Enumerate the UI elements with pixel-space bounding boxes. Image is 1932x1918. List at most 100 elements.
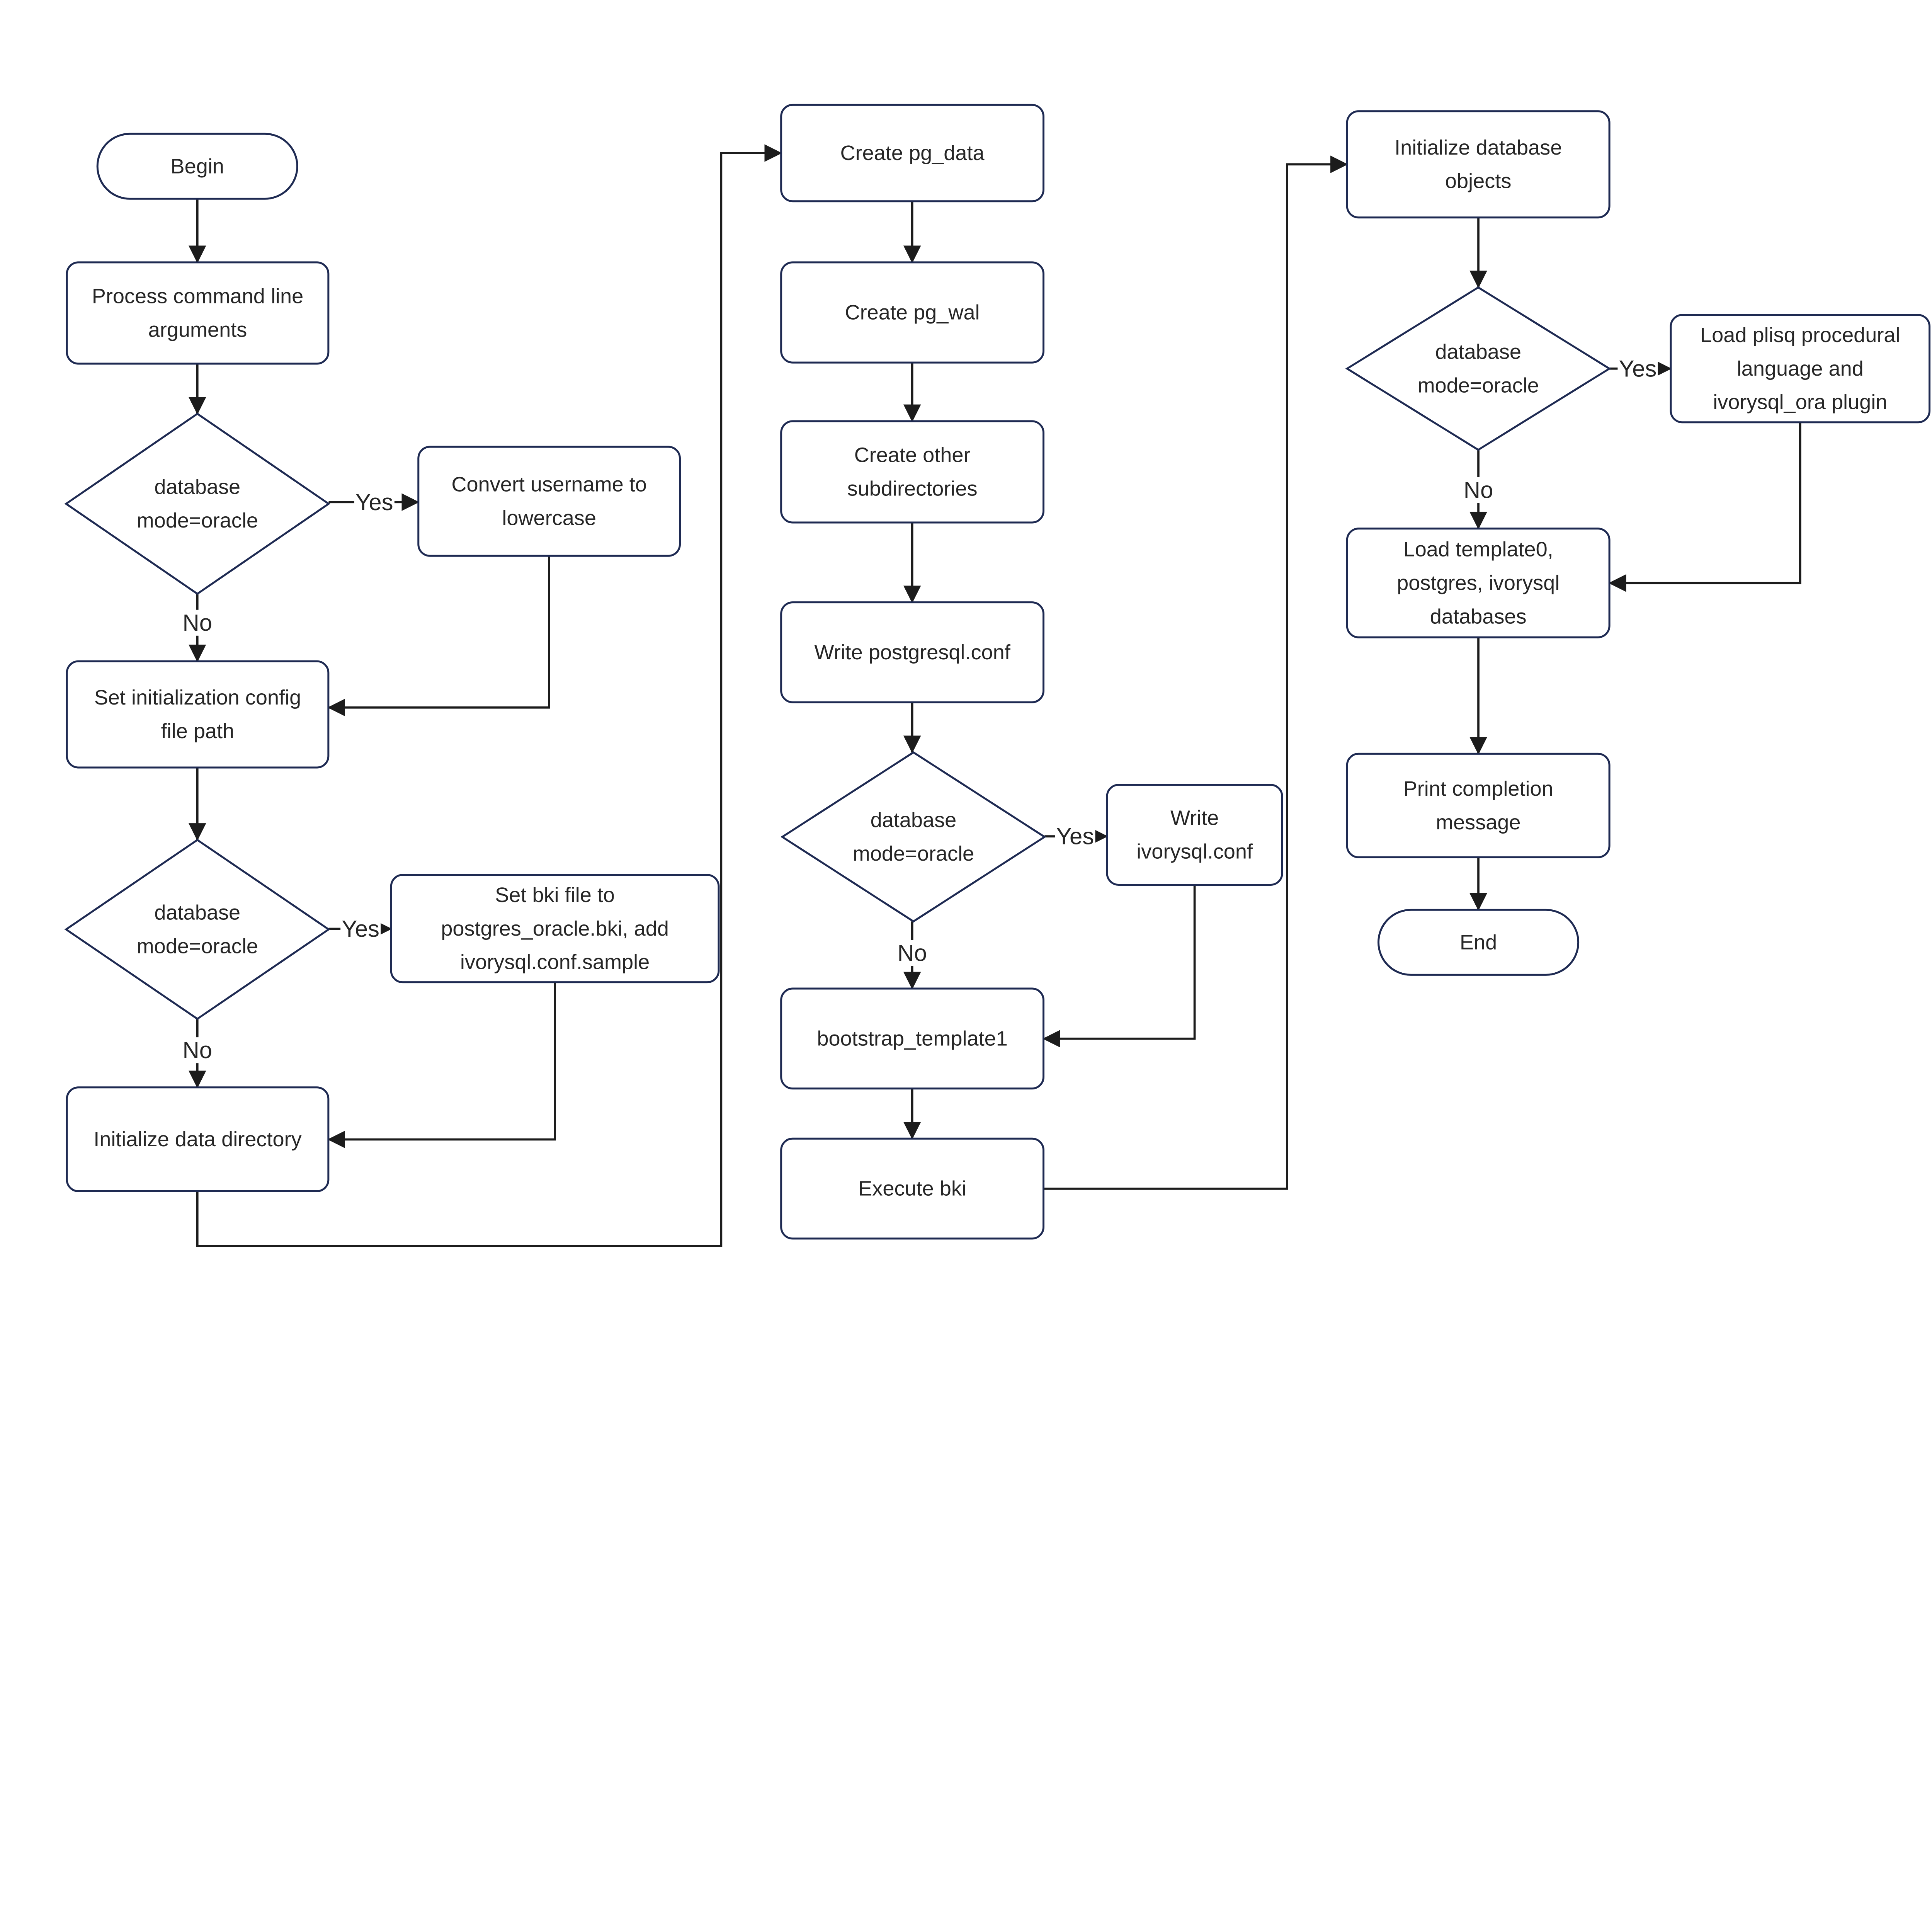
node-create-pg-wal: Create pg_wal <box>780 261 1045 364</box>
node-begin: Begin <box>96 133 298 200</box>
node-decision-mode-1-shape <box>64 412 330 595</box>
node-create-pg-data: Create pg_data <box>780 104 1045 203</box>
node-convert-username-shape <box>417 446 681 557</box>
node-write-postgresql-conf: Write postgresql.conf <box>780 601 1045 703</box>
node-load-databases-shape <box>1346 528 1611 638</box>
edge-d3-yes: Yes <box>1044 823 1108 849</box>
node-decision-mode-3-shape <box>780 751 1046 923</box>
edge-d3-yes-label: Yes <box>1056 824 1094 849</box>
node-bootstrap-template1-label: bootstrap_template1 <box>817 1027 1007 1050</box>
edge-d1-no-label-bg <box>184 609 211 636</box>
node-write-postgresql-conf-shape <box>780 601 1045 703</box>
node-init-data-dir-shape <box>66 1086 330 1192</box>
node-create-pg-wal-label: Create pg_wal <box>845 301 980 324</box>
edge-d1-yes: Yes <box>328 489 420 515</box>
edge-d2-yes: Yes <box>328 916 392 942</box>
edge-d2-yes-label-bg <box>340 916 381 942</box>
edge-d4-yes-label: Yes <box>1619 356 1657 381</box>
edge-d3-no-label: No <box>897 940 927 966</box>
node-init-data-dir-label: Initialize data directory <box>94 1128 302 1151</box>
edge-d3-no: No <box>897 921 927 990</box>
node-begin-shape <box>96 133 298 200</box>
edge-d2-no-label-bg <box>184 1037 211 1064</box>
edge-initdata-to-pgdata-line <box>196 144 782 1247</box>
node-execute-bki-label: Execute bki <box>858 1177 966 1200</box>
edge-plugin-to-loaddb-line <box>1608 422 1801 592</box>
node-print-completion-shape <box>1346 752 1611 858</box>
edge-convert-to-setconfig <box>327 556 550 716</box>
node-begin-label: Begin <box>171 155 224 178</box>
edge-initdata-to-pgdata <box>196 144 782 1247</box>
edge-d4-no-label-bg <box>1465 477 1492 503</box>
node-bootstrap-template1-shape <box>780 987 1045 1090</box>
node-process-args-shape <box>66 261 330 365</box>
edge-d4-no: No <box>1464 449 1493 529</box>
node-load-plsql-plugin-shape <box>1670 314 1931 424</box>
edge-d1-no: No <box>183 594 212 662</box>
node-create-subdirs-shape <box>780 420 1045 524</box>
node-create-pg-data-shape <box>780 104 1045 203</box>
node-create-pg-data-label: Create pg_data <box>840 141 985 165</box>
edge-d4-yes-label-bg <box>1617 356 1658 382</box>
node-execute-bki-shape <box>780 1137 1045 1240</box>
node-init-db-objects-shape <box>1346 110 1611 219</box>
edge-d3-no-label-bg <box>899 940 926 966</box>
edge-d2-yes-label: Yes <box>342 916 379 942</box>
edge-d3-yes-label-bg <box>1055 823 1095 849</box>
edge-d2-no-label: No <box>183 1037 212 1063</box>
node-end-shape <box>1377 909 1580 976</box>
edge-d1-yes-label: Yes <box>355 489 393 515</box>
edge-d1-yes-label-bg <box>354 489 395 515</box>
edge-ivoryconf-to-bootstrap-line <box>1043 885 1196 1048</box>
node-set-bki-file-shape <box>390 874 720 984</box>
node-end: End <box>1377 909 1580 976</box>
node-end-label: End <box>1460 931 1497 954</box>
node-create-pg-wal-shape <box>780 261 1045 364</box>
edge-plugin-to-loaddb <box>1608 422 1801 592</box>
node-decision-mode-4-shape <box>1345 286 1611 451</box>
node-init-data-dir: Initialize data directory <box>66 1086 330 1192</box>
edge-execbki-to-initdbobj-line <box>1043 155 1348 1190</box>
node-set-config-path-shape <box>66 660 330 769</box>
edge-setbki-to-initdata <box>327 982 556 1149</box>
edge-d4-no-label: No <box>1464 477 1493 503</box>
node-bootstrap-template1: bootstrap_template1 <box>780 987 1045 1090</box>
edge-d2-no: No <box>183 1019 212 1089</box>
node-write-ivorysql-conf-shape <box>1106 784 1283 886</box>
node-decision-mode-2-shape <box>64 839 330 1020</box>
edge-convert-to-setconfig-line <box>327 556 550 716</box>
edge-d1-no-label: No <box>183 610 212 636</box>
node-write-postgresql-conf-label: Write postgresql.conf <box>814 641 1010 664</box>
node-execute-bki: Execute bki <box>780 1137 1045 1240</box>
edge-setbki-to-initdata-line <box>327 982 556 1149</box>
